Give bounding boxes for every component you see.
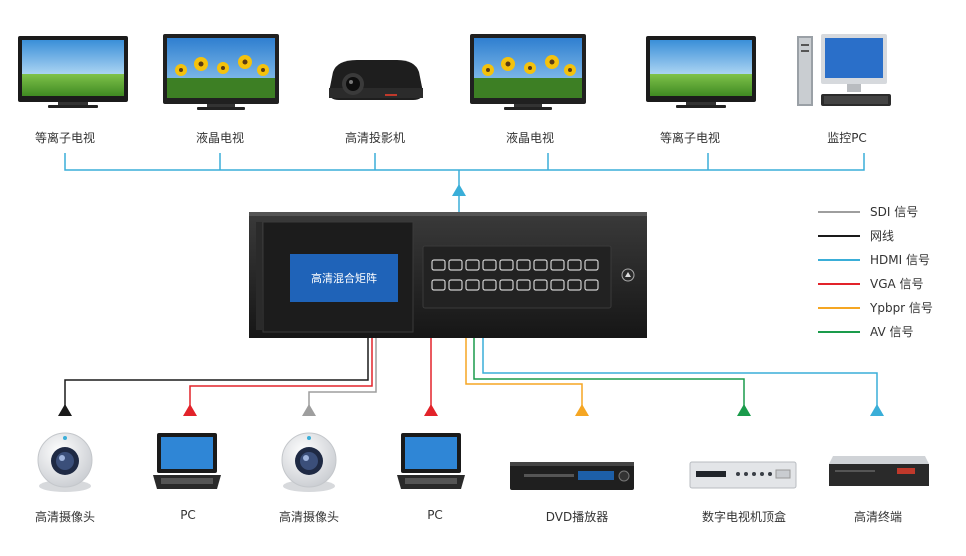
output-label-monitor-pc: 监控PC xyxy=(827,131,867,145)
input-label-webcam-2: 高清摄像头 xyxy=(278,510,340,524)
legend-label-vga: VGA 信号 xyxy=(870,277,924,291)
hd-hybrid-matrix xyxy=(249,212,647,338)
legend-swatch-hdmi xyxy=(818,259,860,261)
laptop-icon xyxy=(153,433,221,489)
legend-label-ypbpr: Ypbpr 信号 xyxy=(870,301,933,315)
webcam-icon xyxy=(37,432,93,492)
matrix-title: 高清混合矩阵 xyxy=(311,272,377,285)
lcd-tv-icon xyxy=(470,34,586,110)
output-label-plasma-2: 等离子电视 xyxy=(659,131,721,145)
hdmi-output-bus xyxy=(64,153,865,212)
hdmi-input-line xyxy=(482,338,878,410)
input-label-webcam-1: 高清摄像头 xyxy=(34,510,96,524)
hdmi-output-arrow xyxy=(452,184,466,196)
input-label-hd-terminal: 高清终端 xyxy=(853,510,903,524)
legend-label-av: AV 信号 xyxy=(870,325,914,339)
legend-item-av: AV 信号 xyxy=(818,320,958,344)
av-arrow xyxy=(737,404,751,416)
av-line xyxy=(473,338,745,410)
settop-box-icon xyxy=(689,461,797,489)
vga-arrow-pc2 xyxy=(424,404,438,416)
legend-item-ypbpr: Ypbpr 信号 xyxy=(818,296,958,320)
network-cable-line xyxy=(64,338,369,410)
signal-legend: SDI 信号 网线 HDMI 信号 VGA 信号 Ypbpr 信号 AV 信号 xyxy=(818,200,958,344)
webcam-icon xyxy=(281,432,337,492)
output-label-plasma-1: 等离子电视 xyxy=(34,131,96,145)
legend-swatch-av xyxy=(818,331,860,333)
hd-terminal-icon xyxy=(829,456,929,486)
legend-item-network: 网线 xyxy=(818,224,958,248)
vga-line-pc1 xyxy=(189,338,373,410)
legend-label-hdmi: HDMI 信号 xyxy=(870,253,930,267)
input-arrows xyxy=(58,404,884,416)
output-label-projector: 高清投影机 xyxy=(344,131,406,145)
legend-item-hdmi: HDMI 信号 xyxy=(818,248,958,272)
legend-label-network: 网线 xyxy=(870,229,895,243)
input-label-pc-1: PC xyxy=(180,508,196,522)
vga-arrow-pc1 xyxy=(183,404,197,416)
projector-icon xyxy=(329,60,423,100)
legend-item-vga: VGA 信号 xyxy=(818,272,958,296)
ypbpr-line xyxy=(465,338,583,410)
dvd-player-icon xyxy=(510,462,634,490)
output-label-lcd-1: 液晶电视 xyxy=(195,131,245,145)
plasma-tv-icon xyxy=(18,36,128,108)
legend-swatch-sdi xyxy=(818,211,860,213)
input-label-dvd: DVD播放器 xyxy=(545,510,609,524)
legend-swatch-network xyxy=(818,235,860,237)
lcd-tv-icon xyxy=(163,34,279,110)
laptop-icon xyxy=(397,433,465,489)
legend-swatch-ypbpr xyxy=(818,307,860,309)
plasma-tv-icon xyxy=(646,36,756,108)
sdi-line xyxy=(308,338,377,410)
input-label-settop-box: 数字电视机顶盒 xyxy=(701,510,787,524)
ypbpr-arrow xyxy=(575,404,589,416)
legend-swatch-vga xyxy=(818,283,860,285)
monitor-pc-icon xyxy=(797,34,891,106)
input-label-pc-2: PC xyxy=(427,508,443,522)
legend-label-sdi: SDI 信号 xyxy=(870,205,919,219)
output-label-lcd-2: 液晶电视 xyxy=(505,131,555,145)
network-arrow xyxy=(58,404,72,416)
sdi-arrow xyxy=(302,404,316,416)
hdmi-input-arrow xyxy=(870,404,884,416)
legend-item-sdi: SDI 信号 xyxy=(818,200,958,224)
